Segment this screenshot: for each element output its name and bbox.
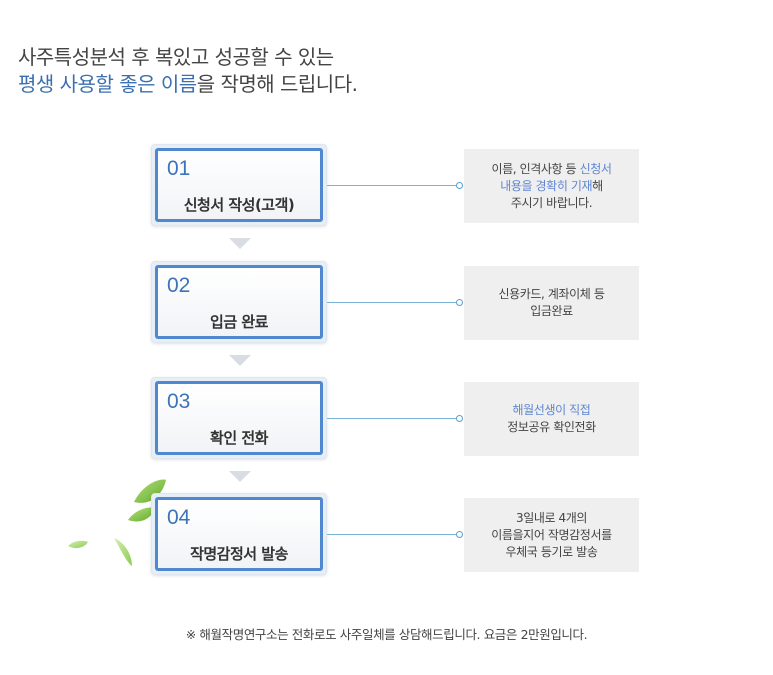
step-4-title: 작명감정서 발송	[190, 545, 288, 563]
headline-rest: 을 작명해 드립니다.	[196, 72, 358, 96]
connector-dot-icon	[456, 415, 463, 422]
connector-dot-icon	[456, 299, 463, 306]
step-3-title: 확인 전화	[210, 429, 268, 447]
arrow-down-icon	[229, 471, 251, 482]
step-1-number: 01	[167, 157, 191, 180]
step-4-note-line-3: 우체국 등기로 발송	[505, 544, 598, 559]
step-2-note-line-2: 입금완료	[530, 304, 573, 318]
step-4-note-line-2: 이름을지어 작명감정서를	[491, 527, 612, 542]
step-4-connector	[327, 534, 458, 535]
step-1-note-line-3: 주시기 바랍니다.	[510, 195, 593, 210]
connector-dot-icon	[456, 182, 463, 189]
step-1-note-line-2: 내용을 경확히 기재해	[491, 178, 611, 195]
step-2-connector	[327, 302, 458, 303]
step-1-title: 신청서 작성(고객)	[183, 196, 295, 214]
step-3-box: 03 확인 전화	[151, 377, 327, 459]
step-4-note-line-1: 3일내로 4개의	[515, 510, 588, 525]
step-1-note-highlight: 신청서	[579, 161, 612, 176]
step-1-note-line-1: 이름, 인격사항 등 신청서	[491, 161, 611, 178]
step-1-note-text-2: 해	[592, 178, 603, 193]
step-3-note-line-1: 해월선생이 직접	[512, 403, 591, 417]
step-4-note: 3일내로 4개의 이름을지어 작명감정서를 우체국 등기로 발송	[464, 498, 639, 572]
step-3-note: 해월선생이 직접 정보공유 확인전화	[464, 382, 639, 456]
step-1-note-highlight-2: 내용을 경확히 기재	[500, 178, 593, 193]
headline-line-1: 사주특성분석 후 복있고 성공할 수 있는	[18, 45, 334, 69]
step-1-note-text: 이름, 인격사항 등	[491, 161, 580, 176]
arrow-down-icon	[229, 238, 251, 249]
step-2-title: 입금 완료	[210, 313, 268, 331]
step-2-number: 02	[167, 274, 191, 297]
step-2-note: 신용카드, 계좌이체 등 입금완료	[464, 266, 639, 340]
step-1-note: 이름, 인격사항 등 신청서 내용을 경확히 기재해 주시기 바랍니다.	[464, 149, 639, 223]
headline: 사주특성분석 후 복있고 성공할 수 있는 평생 사용할 좋은 이름을 작명해 …	[18, 44, 358, 98]
step-4-box: 04 작명감정서 발송	[151, 493, 327, 575]
footnote: ※ 해월작명연구소는 전화로도 사주일체를 상담해드립니다. 요금은 2만원입니…	[185, 627, 588, 642]
step-2-note-line-1: 신용카드, 계좌이체 등	[498, 287, 605, 301]
connector-dot-icon	[456, 531, 463, 538]
headline-line-2: 평생 사용할 좋은 이름을 작명해 드립니다.	[18, 71, 358, 98]
step-1-connector	[327, 185, 458, 186]
step-2-box: 02 입금 완료	[151, 261, 327, 343]
step-1-box: 01 신청서 작성(고객)	[151, 144, 327, 226]
step-3-number: 03	[167, 390, 191, 413]
arrow-down-icon	[229, 355, 251, 366]
leaf-icon	[68, 479, 166, 566]
step-3-note-line-2: 정보공유 확인전화	[507, 420, 596, 434]
step-4-number: 04	[167, 506, 191, 529]
step-3-connector	[327, 418, 458, 419]
headline-highlight: 평생 사용할 좋은 이름	[18, 72, 197, 96]
